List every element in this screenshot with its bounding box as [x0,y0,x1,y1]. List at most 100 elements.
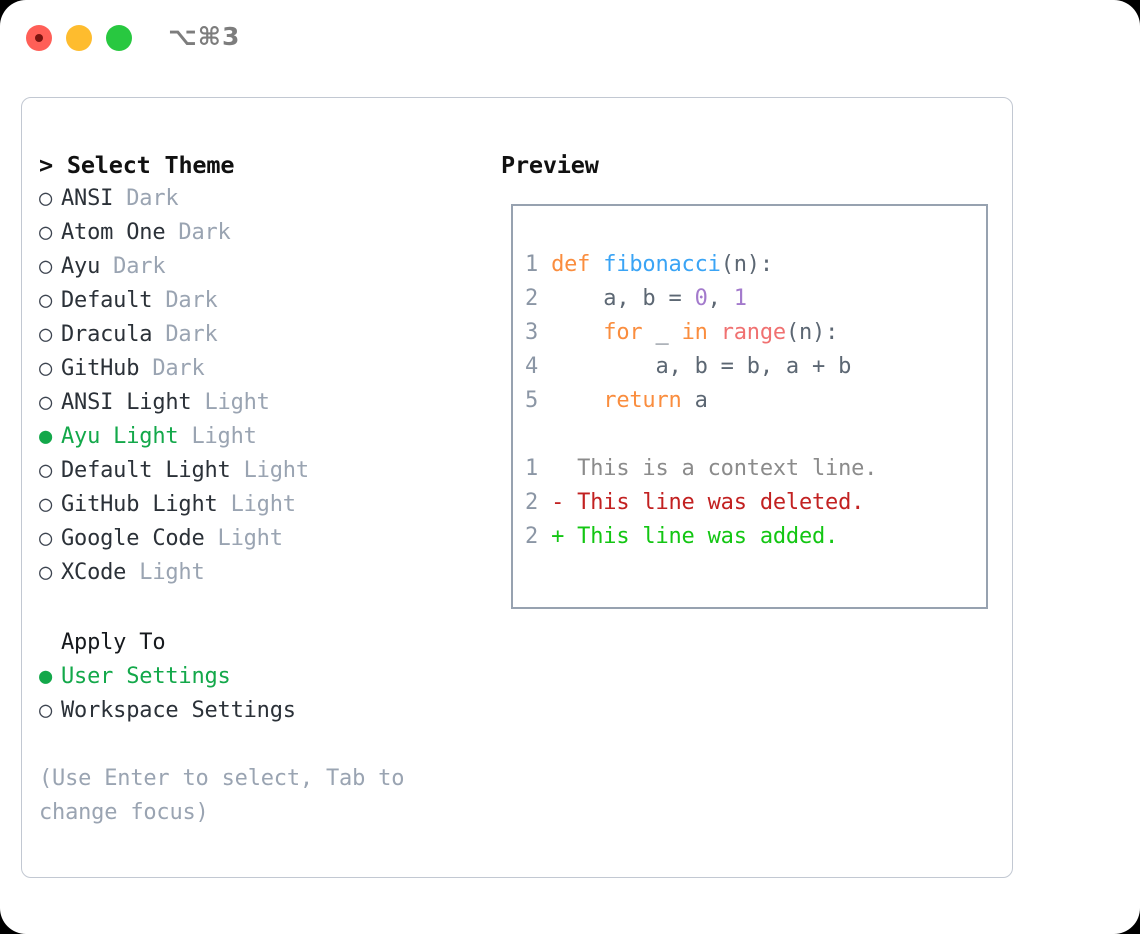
theme-option-ansi-light[interactable]: ○ ANSI Light Light [39,386,489,420]
code-token: range [720,320,786,345]
close-button[interactable] [26,25,52,51]
diff-sign [538,456,564,481]
main-panel: > Select Theme ○ANSI Dark○Atom One Dark○… [21,97,1013,878]
code-token: def [538,252,604,277]
theme-option-xcode[interactable]: ○ XCode Light [39,556,489,590]
apply-to-section: Apply To ● User Settings ○ Workspace Settin… [39,626,489,728]
code-token: in [681,320,708,345]
zoom-button[interactable] [106,25,132,51]
apply-to-heading: Apply To [61,630,166,655]
apply-to-list[interactable]: ● User Settings ○ Workspace Settings [39,660,489,728]
code-spacer [525,418,877,452]
select-theme-heading: > Select Theme [39,151,235,179]
theme-option-atom-one[interactable]: ○Atom One Dark [39,216,489,250]
code-token: return [603,388,682,413]
theme-kind-label: Light [217,492,296,517]
code-line: 3 for _ in range(n): [525,316,877,350]
theme-name: Dracula [61,322,153,347]
theme-option-ansi[interactable]: ○ ANSI Dark [39,182,489,216]
theme-list[interactable]: ○ANSI Dark○Atom One Dark○Ayu Dark○Defaul… [39,182,489,590]
code-token: 0 [694,286,708,311]
code-token: a, b = b, a + b [538,354,852,379]
traffic-lights [26,25,132,51]
theme-name: XCode [61,560,127,585]
code-token: (n): [785,320,839,345]
diff-text: This line was deleted. [564,490,865,515]
apply-to-option-workspace-settings[interactable]: ○ Workspace Settings [39,694,489,728]
theme-option-ayu[interactable]: ○Ayu Dark [39,250,489,284]
radio-unselected-icon: ○ [39,186,53,211]
diff-line: 2 - This line was deleted. [525,486,877,520]
theme-option-github-light[interactable]: ○ GitHub Light Light [39,488,489,522]
radio-unselected-icon: ○ [39,698,53,723]
theme-name: Atom One [61,220,166,245]
theme-kind-label: Light [230,458,309,483]
radio-unselected-icon: ○ [39,390,53,415]
theme-name: ANSI Light [61,390,192,415]
code-token: a [681,388,708,413]
theme-name: Default Light [61,458,231,483]
theme-name: Default [61,288,153,313]
theme-option-dracula[interactable]: ○ Dracula Dark [39,318,489,352]
diff-text: This is a context line. [564,456,878,481]
diff-line: 2 + This line was added. [525,520,877,554]
theme-kind-label: Dark [152,322,218,347]
diff-sign: + [538,524,565,549]
radio-unselected-icon: ○ [39,356,53,381]
minimize-button[interactable] [66,25,92,51]
theme-kind-label: Light [191,390,270,415]
theme-option-default-light[interactable]: ○ Default Light Light [39,454,489,488]
diff-text: This line was added. [564,524,839,549]
theme-name: GitHub Light [61,492,218,517]
radio-selected-icon: ● [39,424,53,449]
line-number: 1 [525,456,539,481]
radio-unselected-icon: ○ [39,254,53,279]
line-number: 2 [525,490,539,515]
theme-kind-label: Light [178,424,257,449]
code-token: for [603,320,643,345]
radio-unselected-icon: ○ [39,458,53,483]
line-number: 1 [525,252,539,277]
radio-selected-icon: ● [39,664,53,689]
preview-column: Preview 1 def fibonacci(n):2 a, b = 0, 1… [501,148,1001,609]
theme-kind-label: Light [204,526,283,551]
keyboard-hint-text: (Use Enter to select, Tab to change focu… [39,766,405,825]
code-token [538,388,603,413]
theme-option-default[interactable]: ○Default Dark [39,284,489,318]
theme-kind-label: Light [126,560,205,585]
theme-name: ANSI [61,186,114,211]
line-number: 4 [525,354,539,379]
code-token: _ [642,320,682,345]
code-line: 1 def fibonacci(n): [525,248,877,282]
preview-heading: Preview [501,151,599,179]
line-number: 5 [525,388,539,413]
radio-unselected-icon: ○ [39,492,53,517]
theme-kind-label: Dark [152,288,218,313]
radio-unselected-icon: ○ [39,322,53,347]
apply-to-label: Workspace Settings [61,698,296,723]
theme-kind-label: Dark [113,186,179,211]
theme-selector-column: > Select Theme ○ANSI Dark○Atom One Dark○… [39,148,489,830]
radio-unselected-icon: ○ [39,220,53,245]
code-line: 5 return a [525,384,877,418]
code-token: (n): [720,252,773,277]
code-line: 2 a, b = 0, 1 [525,282,877,316]
apply-to-option-user-settings[interactable]: ● User Settings [39,660,489,694]
apply-to-label: User Settings [61,664,231,689]
diff-line: 1 This is a context line. [525,452,877,486]
radio-unselected-icon: ○ [39,560,53,585]
theme-option-github[interactable]: ○GitHub Dark [39,352,489,386]
diff-sign: - [538,490,565,515]
theme-option-ayu-light[interactable]: ●Ayu Light Light [39,420,489,454]
code-token: a, b = [538,286,695,311]
radio-unselected-icon: ○ [39,526,53,551]
code-line: 4 a, b = b, a + b [525,350,877,384]
theme-name: GitHub [61,356,140,381]
theme-option-google-code[interactable]: ○ Google Code Light [39,522,489,556]
theme-name: Google Code [61,526,205,551]
theme-name: Ayu [61,254,101,279]
code-token: , [707,286,734,311]
